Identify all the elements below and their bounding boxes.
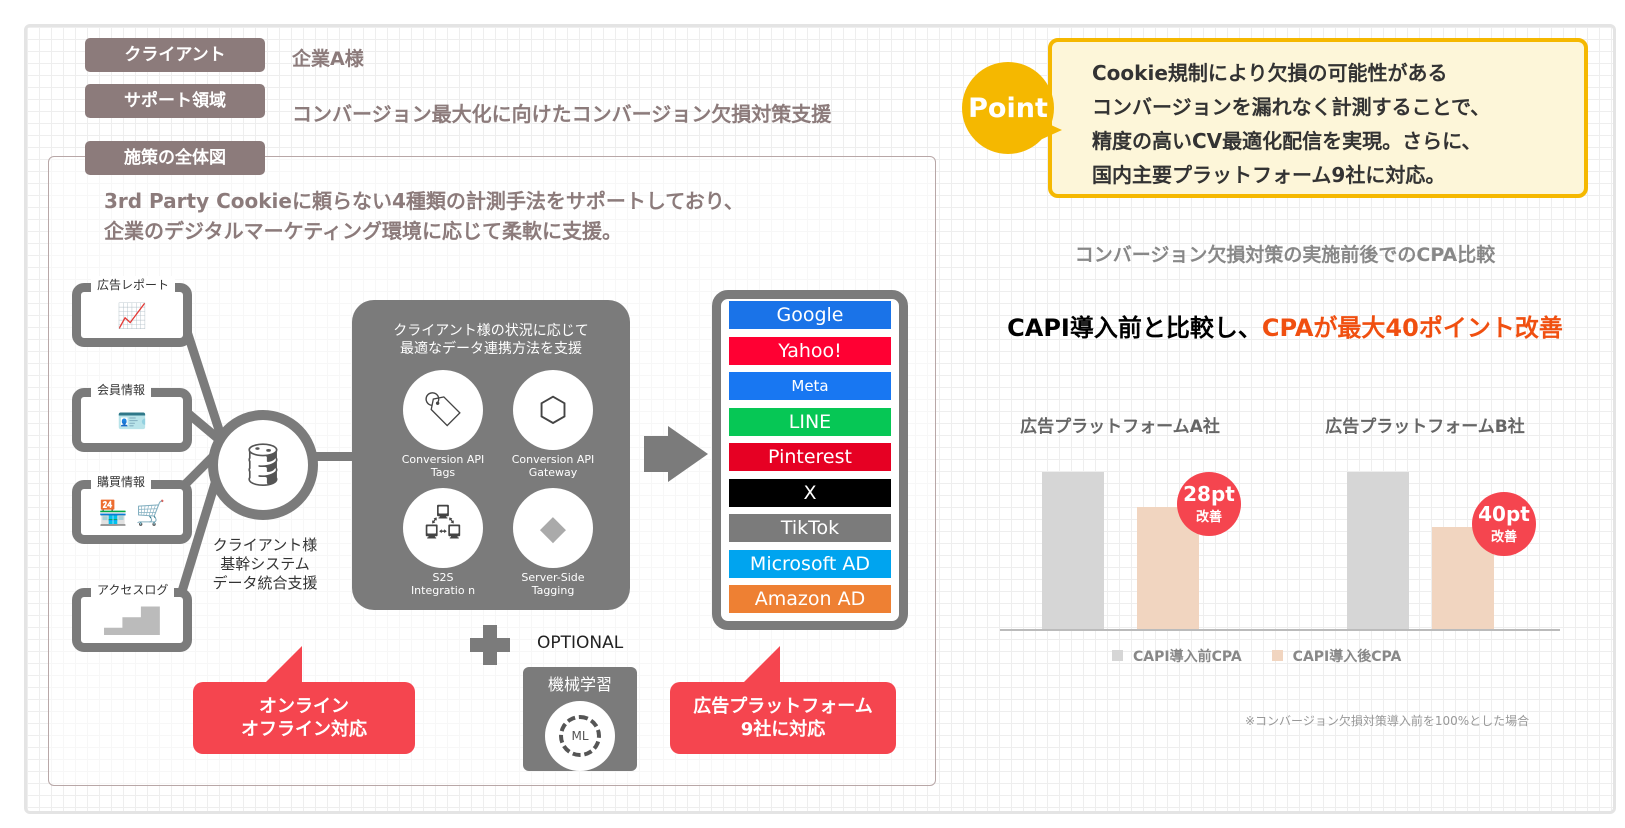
source-label: 広告レポート <box>91 276 176 293</box>
analytics-icon: ▂▅█ <box>104 607 160 635</box>
category-label: 広告プラットフォームA社 <box>1020 417 1220 437</box>
source-member-info: 会員情報 🪪 <box>72 381 192 452</box>
overview-lead: 3rd Party Cookieに頼らない4種類の計測手法をサポートしており、 … <box>104 186 744 246</box>
middle-title-line: 最適なデータ連携方法を支援 <box>400 341 582 357</box>
badge-text: 改善 <box>1490 529 1517 545</box>
chart-note: ※コンバージョン欠損対策導入前を100%とした場合 <box>1245 714 1530 728</box>
tag-icon: 🏷 <box>403 370 483 450</box>
platform-pinterest: Pinterest <box>729 443 891 471</box>
ml-box: 機械学習 ML <box>523 667 637 771</box>
point-badge: Point <box>962 62 1054 154</box>
platform-x: X <box>729 478 891 507</box>
source-ad-report: 広告レポート 📈 <box>72 276 192 347</box>
arrow-right-icon <box>644 436 670 472</box>
point-line: 国内主要プラットフォーム9社に対応。 <box>1092 163 1446 187</box>
support-label: サポート領域 <box>85 84 265 118</box>
database-hub: 🛢 <box>208 410 318 520</box>
overview-label: 施策の全体図 <box>85 141 265 175</box>
client-label: クライアント <box>85 38 265 72</box>
badge-text: 改善 <box>1195 509 1222 525</box>
improvement-badge: 40pt 改善 <box>1472 491 1536 556</box>
ml-label: 機械学習 <box>547 675 612 694</box>
chart-headline: CAPI導入前と比較し、CPAが最大40ポイント改善 <box>990 308 1580 343</box>
server-icon: 🖧 <box>403 488 483 568</box>
ml-gear-icon: ML <box>545 701 615 771</box>
platform-google: Google <box>729 301 891 329</box>
platform-tiktok: TikTok <box>729 514 891 542</box>
db-caption-line: クライアント様 <box>212 536 318 554</box>
source-purchase-info: 購買情報 🏪 🛒 <box>72 473 192 544</box>
legend-item: CAPI導入後CPA <box>1271 646 1402 666</box>
method-label: S2S Integratio n <box>410 571 476 597</box>
headline-black: CAPI導入前と比較し、 <box>1007 314 1262 342</box>
legend-item: CAPI導入前CPA <box>1112 646 1242 666</box>
source-label: 会員情報 <box>91 381 152 398</box>
bubble-tail <box>740 646 780 686</box>
shop-cart-icon: 🏪 🛒 <box>98 499 166 527</box>
legend-label: CAPI導入前CPA <box>1133 649 1242 665</box>
headline-red: CPAが最大40ポイント改善 <box>1261 314 1563 342</box>
bar-before <box>1042 472 1104 629</box>
bar-before <box>1347 472 1409 629</box>
lead-line: 3rd Party Cookieに頼らない4種類の計測手法をサポートしており、 <box>104 189 744 213</box>
method-label: Conversion API Tags <box>401 453 485 479</box>
database-icon: 🛢 <box>236 440 290 489</box>
bubble-line: オフライン対応 <box>241 719 367 740</box>
cube-icon: ⬡ <box>513 370 593 450</box>
bubble-tail <box>262 646 302 686</box>
middle-title: クライアント様の状況に応じて最適なデータ連携方法を支援 <box>352 322 630 358</box>
chart-legend: CAPI導入前CPA CAPI導入後CPA <box>1112 646 1401 666</box>
bubble-line: 9社に対応 <box>740 719 826 740</box>
chart-icon: 📈 <box>117 302 147 330</box>
method-label: Conversion API Gateway <box>511 453 595 479</box>
category-label: 広告プラットフォームB社 <box>1325 417 1525 437</box>
tag-manager-icon: ◆ <box>513 488 593 568</box>
lead-line: 企業のデジタルマーケティング環境に応じて柔軟に支援。 <box>104 219 622 243</box>
platform-microsoftad: Microsoft AD <box>729 549 891 578</box>
platform-meta: Meta <box>729 372 891 400</box>
legend-label: CAPI導入後CPA <box>1292 649 1402 665</box>
plus-icon-v <box>483 625 497 665</box>
point-line: Cookie規制により欠損の可能性がある <box>1092 61 1448 85</box>
db-caption-line: データ統合支援 <box>212 574 318 592</box>
arrow-head <box>668 426 708 482</box>
id-card-icon: 🪪 <box>117 407 147 435</box>
ml-icon-text: ML <box>559 715 601 757</box>
badge-value: 40pt <box>1478 501 1530 526</box>
optional-label: OPTIONAL <box>537 633 624 653</box>
platform-yahoo: Yahoo! <box>729 336 891 365</box>
chart-title: コンバージョン欠損対策の実施前後でのCPA比較 <box>1074 244 1496 266</box>
method-label: Server-Side Tagging <box>521 571 585 597</box>
point-box: Cookie規制により欠損の可能性があるコンバージョンを漏れなく計測することで、… <box>1048 38 1588 198</box>
chart-baseline <box>1000 629 1560 631</box>
online-offline-bubble: オンラインオフライン対応 <box>193 682 415 754</box>
platform-amazonad: Amazon AD <box>729 585 891 613</box>
point-line: コンバージョンを漏れなく計測することで、 <box>1092 95 1491 119</box>
badge-value: 28pt <box>1183 481 1235 506</box>
source-label: 購買情報 <box>91 473 152 490</box>
middle-title-line: クライアント様の状況に応じて <box>393 323 589 339</box>
source-label: アクセスログ <box>91 581 175 598</box>
connector-line <box>310 452 355 461</box>
integration-methods-box: クライアント様の状況に応じて最適なデータ連携方法を支援 🏷 Conversion… <box>352 300 630 610</box>
platform-line: LINE <box>729 407 891 436</box>
db-caption-line: 基幹システム <box>220 555 310 573</box>
bubble-line: オンライン <box>259 696 349 717</box>
bubble-line: 広告プラットフォーム <box>693 696 873 717</box>
client-value: 企業A様 <box>292 48 364 70</box>
support-value: コンバージョン最大化に向けたコンバージョン欠損対策支援 <box>292 102 832 126</box>
point-line: 精度の高いCV最適化配信を実現。さらに、 <box>1092 129 1482 153</box>
db-caption: クライアント様基幹システムデータ統合支援 <box>205 536 325 593</box>
source-access-log: アクセスログ ▂▅█ <box>72 581 192 652</box>
improvement-badge: 28pt 改善 <box>1177 471 1241 536</box>
